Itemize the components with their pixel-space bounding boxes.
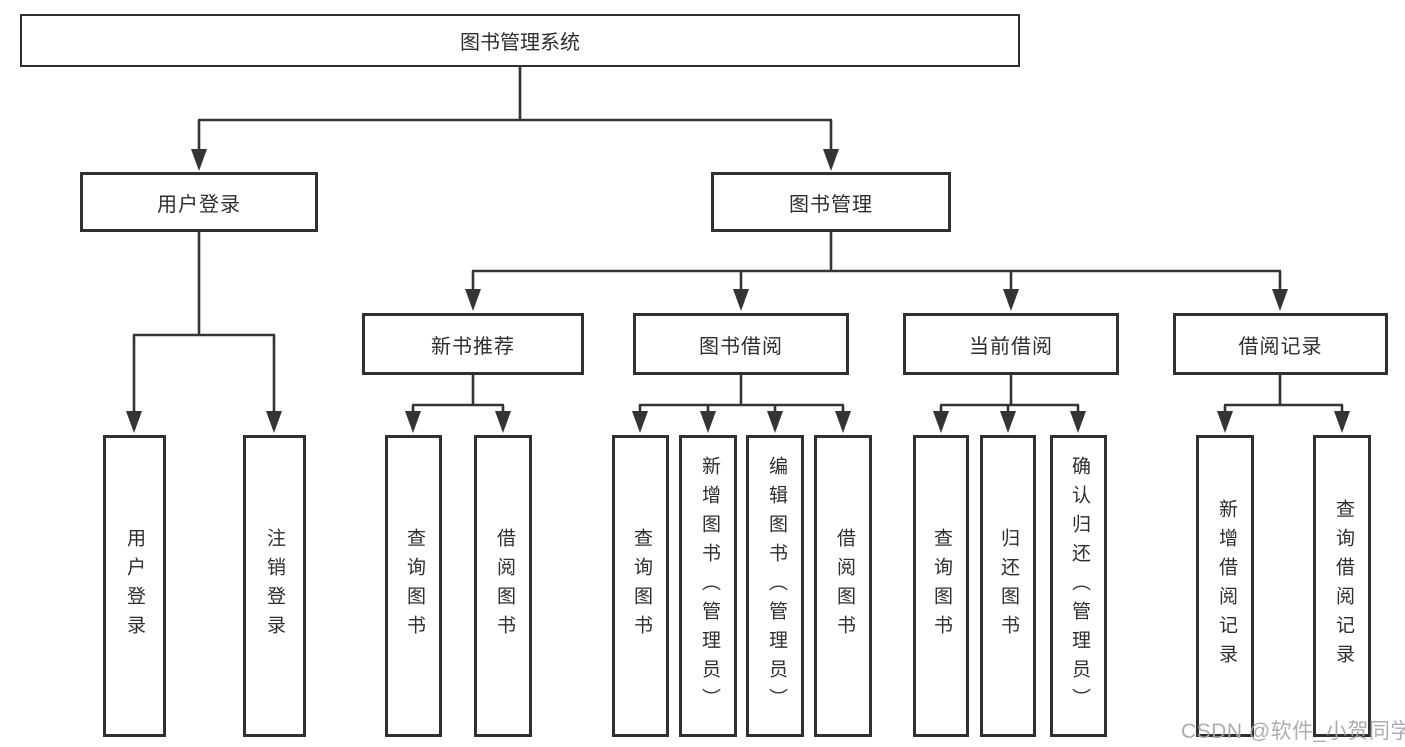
leaf-edit-books-admin: 编辑图书（管理员） bbox=[746, 435, 804, 737]
leaf-borrow-books-recommend: 借阅图书 bbox=[474, 435, 532, 737]
node-new-book-recommend: 新书推荐 bbox=[362, 313, 584, 375]
node-book-borrow: 图书借阅 bbox=[633, 313, 849, 375]
csdn-watermark: CSDN @软件_小贺同学 bbox=[1181, 720, 1405, 743]
leaf-return-books: 归还图书 bbox=[980, 435, 1036, 737]
leaf-add-books-admin: 新增图书（管理员） bbox=[679, 435, 737, 737]
leaf-query-borrow-record: 查询借阅记录 bbox=[1313, 435, 1371, 737]
node-book-management: 图书管理 bbox=[711, 172, 951, 232]
node-user-login: 用户登录 bbox=[80, 172, 318, 232]
node-borrow-records: 借阅记录 bbox=[1173, 313, 1388, 375]
leaf-confirm-return-admin: 确认归还（管理员） bbox=[1050, 435, 1107, 737]
leaf-borrow-books: 借阅图书 bbox=[814, 435, 872, 737]
leaf-query-books-recommend: 查询图书 bbox=[385, 435, 442, 737]
leaf-user-login: 用户登录 bbox=[103, 435, 166, 737]
leaf-logout: 注销登录 bbox=[243, 435, 306, 737]
node-library-management-system: 图书管理系统 bbox=[20, 14, 1020, 67]
node-current-borrow: 当前借阅 bbox=[903, 313, 1119, 375]
leaf-add-borrow-record: 新增借阅记录 bbox=[1196, 435, 1254, 737]
leaf-query-books-borrow: 查询图书 bbox=[612, 435, 669, 737]
leaf-query-books-current: 查询图书 bbox=[913, 435, 969, 737]
